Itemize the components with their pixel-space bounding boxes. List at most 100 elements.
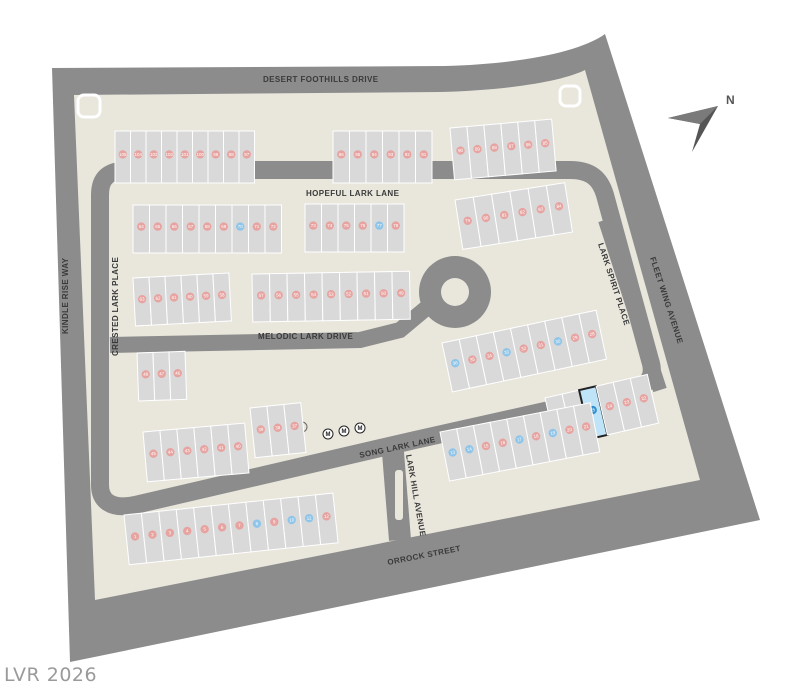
lot-57[interactable]: 57 — [251, 273, 271, 323]
lot-105[interactable]: 105 — [114, 130, 131, 184]
lot-102[interactable]: 102 — [161, 130, 178, 184]
lot-79[interactable]: 79 — [454, 196, 482, 250]
lot-marker — [157, 369, 166, 378]
lot-2[interactable]: 2 — [140, 510, 165, 564]
lot-61[interactable]: 61 — [164, 274, 184, 325]
lot-59[interactable]: 59 — [196, 273, 216, 324]
lot-76[interactable]: 76 — [354, 203, 372, 253]
lot-48[interactable]: 48 — [136, 351, 156, 402]
lot-69[interactable]: 69 — [215, 204, 233, 254]
lot-68[interactable]: 68 — [198, 204, 216, 254]
lot-71[interactable]: 71 — [248, 204, 266, 254]
lot-85[interactable]: 85 — [534, 118, 557, 173]
lot-23[interactable]: 23 — [612, 377, 643, 432]
north-arrow-icon: N — [668, 93, 735, 152]
lot-6[interactable]: 6 — [210, 503, 235, 557]
lot-62[interactable]: 62 — [148, 275, 168, 326]
lot-80[interactable]: 80 — [472, 193, 500, 248]
lot-93[interactable]: 93 — [382, 130, 400, 184]
lot-100[interactable]: 100 — [192, 130, 209, 184]
lot-number: 33 — [504, 349, 510, 355]
lot-84[interactable]: 84 — [545, 182, 574, 236]
lot-54[interactable]: 54 — [303, 272, 324, 322]
lot-94[interactable]: 94 — [365, 130, 383, 184]
lot-number: 18 — [533, 433, 539, 439]
lot-number: 62 — [155, 296, 161, 301]
lot-number: 69 — [221, 224, 227, 229]
lot-91[interactable]: 91 — [415, 130, 433, 184]
lot-63[interactable]: 63 — [132, 276, 153, 327]
lot-9[interactable]: 9 — [262, 497, 287, 551]
lot-40[interactable]: 40 — [227, 422, 250, 475]
lot-92[interactable]: 92 — [398, 130, 416, 184]
lot-8[interactable]: 8 — [245, 499, 270, 553]
lot-77[interactable]: 77 — [370, 203, 388, 253]
lot-74[interactable]: 74 — [321, 203, 339, 253]
lot-number: 91 — [421, 152, 427, 157]
lot-14[interactable]: 14 — [456, 424, 484, 479]
lot-87[interactable]: 87 — [500, 121, 523, 176]
lot-60[interactable]: 60 — [180, 274, 200, 324]
lot-marker — [170, 222, 179, 231]
lot-37[interactable]: 37 — [283, 402, 307, 455]
lot-81[interactable]: 81 — [490, 190, 519, 245]
lot-marker — [149, 449, 158, 458]
lot-marker — [141, 370, 150, 379]
lot-10[interactable]: 10 — [280, 496, 304, 549]
lot-number: 59 — [203, 293, 209, 298]
lot-64[interactable]: 64 — [132, 204, 150, 254]
lot-96[interactable]: 96 — [332, 130, 350, 184]
lot-58[interactable]: 58 — [212, 272, 232, 323]
lot-21[interactable]: 21 — [572, 402, 601, 456]
lot-56[interactable]: 56 — [268, 272, 289, 323]
lot-4[interactable]: 4 — [175, 507, 200, 560]
svg-text:M: M — [358, 426, 363, 432]
lot-number: 54 — [311, 292, 317, 297]
lot-52[interactable]: 52 — [338, 271, 359, 321]
lot-marker — [130, 532, 140, 541]
lot-97[interactable]: 97 — [238, 130, 255, 184]
lot-46[interactable]: 46 — [168, 350, 188, 401]
lot-98[interactable]: 98 — [223, 130, 240, 184]
lot-number: 88 — [492, 145, 498, 150]
lot-50[interactable]: 50 — [373, 271, 394, 321]
lot-marker — [269, 222, 278, 231]
lot-103[interactable]: 103 — [145, 130, 162, 184]
lot-28[interactable]: 28 — [578, 309, 608, 364]
lot-marker — [448, 448, 457, 457]
lot-67[interactable]: 67 — [182, 204, 200, 254]
lot-73[interactable]: 73 — [304, 203, 322, 253]
lot-number: 102 — [165, 152, 173, 157]
lot-1[interactable]: 1 — [123, 512, 148, 566]
lot-101[interactable]: 101 — [176, 130, 193, 184]
lot-12[interactable]: 12 — [314, 492, 339, 546]
lot-78[interactable]: 78 — [387, 203, 405, 253]
lot-marker — [166, 447, 175, 457]
lot-number: 81 — [501, 212, 507, 218]
lot-95[interactable]: 95 — [349, 130, 367, 184]
lot-65[interactable]: 65 — [149, 204, 167, 254]
lot-75[interactable]: 75 — [337, 203, 355, 253]
lot-7[interactable]: 7 — [227, 501, 252, 555]
lot-66[interactable]: 66 — [165, 204, 183, 254]
lot-47[interactable]: 47 — [152, 351, 172, 401]
lot-number: 89 — [475, 146, 481, 151]
lot-marker — [242, 150, 251, 159]
lot-72[interactable]: 72 — [264, 204, 282, 254]
lot-104[interactable]: 104 — [130, 130, 147, 184]
lot-49[interactable]: 49 — [391, 270, 411, 321]
lot-53[interactable]: 53 — [321, 271, 341, 322]
lot-20[interactable]: 20 — [556, 405, 584, 459]
lot-5[interactable]: 5 — [193, 505, 217, 558]
lot-51[interactable]: 51 — [356, 271, 376, 321]
lot-89[interactable]: 89 — [466, 124, 489, 179]
lot-99[interactable]: 99 — [207, 130, 224, 184]
lot-22[interactable]: 22 — [629, 373, 660, 428]
lot-70[interactable]: 70 — [231, 204, 249, 254]
lot-55[interactable]: 55 — [286, 272, 306, 322]
lot-number: 38 — [275, 425, 281, 431]
lot-number: 13 — [450, 449, 456, 455]
lot-18[interactable]: 18 — [522, 411, 551, 466]
